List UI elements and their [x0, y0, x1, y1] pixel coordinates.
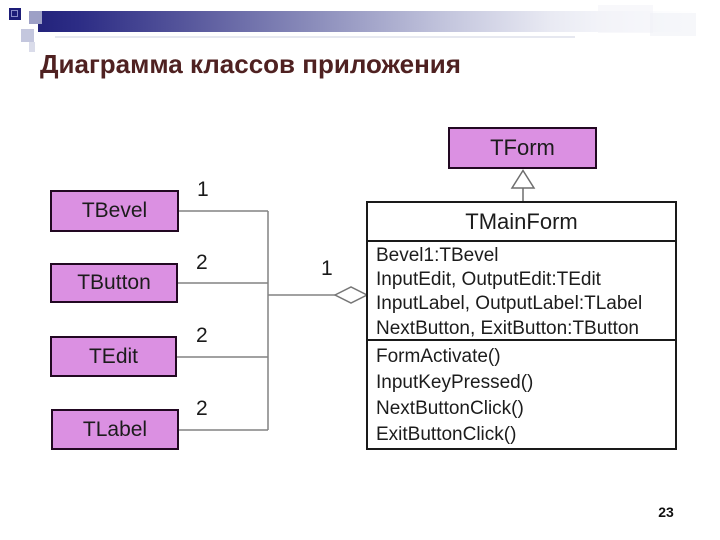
multiplicity-tbutton: 2: [196, 251, 208, 274]
multiplicity-aggregation: 1: [321, 257, 333, 280]
inheritance-triangle-icon: [510, 169, 536, 189]
decor-square: [29, 42, 35, 52]
header-gradient-bar: [38, 11, 696, 32]
header-underline: [55, 36, 575, 38]
slide-title: Диаграмма классов приложения: [40, 49, 461, 79]
class-name: TForm: [490, 135, 555, 160]
method: NextButtonClick(): [376, 398, 524, 419]
page-number: 23: [658, 504, 674, 520]
class-box-tbutton: TButton: [50, 263, 178, 303]
header-bar-fade-step: [598, 5, 653, 33]
class-name: TMainForm: [465, 208, 578, 234]
decor-square: [29, 11, 42, 24]
method: FormActivate(): [376, 346, 501, 367]
class-box-tmainform: TMainForm Bevel1:TBevel InputEdit, Outpu…: [366, 201, 677, 450]
class-box-tedit: TEdit: [50, 336, 177, 377]
attribute: Bevel1:TBevel: [376, 245, 499, 266]
decor-navy-square-inner: [11, 10, 18, 17]
decor-navy-square: [9, 8, 21, 20]
class-name: TButton: [77, 271, 151, 294]
attribute: InputEdit, OutputEdit:TEdit: [376, 269, 601, 291]
multiplicity-tbevel: 1: [197, 178, 209, 201]
attribute: NextButton, ExitButton:TButton: [376, 317, 639, 339]
methods-compartment: FormActivate() InputKeyPressed() NextBut…: [368, 339, 675, 448]
class-box-tlabel: TLabel: [51, 409, 179, 450]
aggregation-diamond-icon: [333, 286, 369, 304]
class-box-tform: TForm: [448, 127, 597, 169]
class-box-tbevel: TBevel: [50, 190, 179, 232]
multiplicity-tlabel: 2: [196, 397, 208, 420]
class-name: TLabel: [82, 417, 148, 441]
class-name: TBevel: [81, 199, 148, 222]
attributes-compartment: Bevel1:TBevel InputEdit, OutputEdit:TEdi…: [368, 240, 675, 339]
multiplicity-tedit: 2: [196, 324, 208, 347]
header-bar-fade-step: [650, 13, 696, 36]
class-name: TEdit: [88, 344, 138, 368]
method: ExitButtonClick(): [376, 424, 517, 445]
decor-square: [21, 29, 34, 42]
attribute: InputLabel, OutputLabel:TLabel: [376, 293, 643, 315]
method: InputKeyPressed(): [376, 372, 534, 393]
